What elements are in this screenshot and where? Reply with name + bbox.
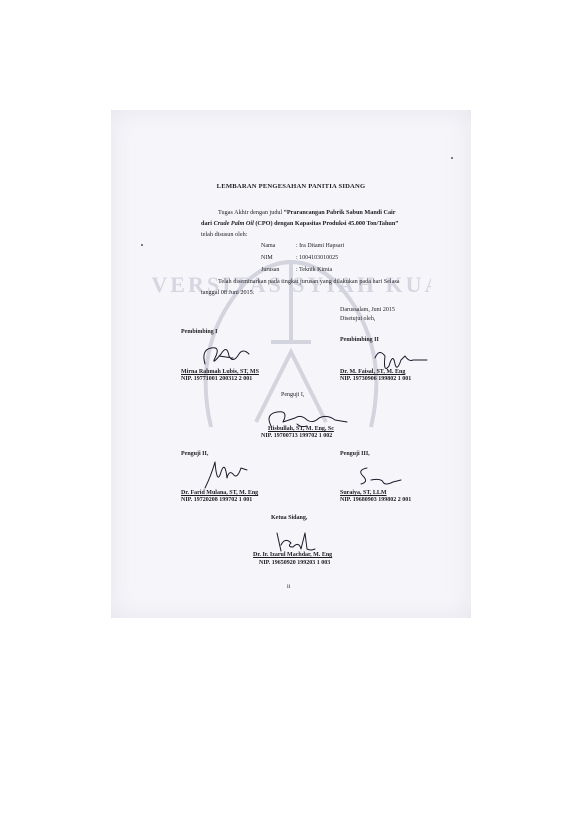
penguji1-nip: NIP. 19700713 199702 1 002 xyxy=(261,433,333,439)
intro-suffix: telah disusun oleh: xyxy=(201,231,248,238)
intro-line-1: Tugas Akhir dengan judul “Prarancangan P… xyxy=(218,207,396,218)
page-title: LEMBARAN PENGESAHAN PANITIA SIDANG xyxy=(216,183,366,190)
intro-title-part1: “Prarancangan Pabrik Sabun Mandi Cair xyxy=(283,209,396,216)
page-number: ii xyxy=(287,584,291,590)
seminar-line-1: Telah diseminarkan pada tingkat jurusan … xyxy=(218,278,400,285)
intro-line-2: dari Crude Palm Oil (CPO) dengan Kapasit… xyxy=(201,218,398,229)
intro-prefix: Tugas Akhir dengan judul xyxy=(218,209,283,216)
place-date: Darussalam, Juni 2015 xyxy=(340,307,395,313)
pembimbing1-signature xyxy=(203,347,250,365)
penguji1-signature xyxy=(268,411,348,428)
pembimbing2-label: Pembimbing II xyxy=(340,337,379,343)
ketua-label: Ketua Sidang, xyxy=(271,515,308,521)
scan-speck xyxy=(451,157,453,159)
field-value-nim: : 1004103010025 xyxy=(296,255,339,261)
pembimbing1-label: Pembimbing I xyxy=(181,329,218,335)
scan-speck xyxy=(141,244,143,246)
pembimbing2-nip: NIP. 19730906 199802 1 001 xyxy=(340,376,412,382)
pembimbing2-name: Dr. M. Faisal, ST, M. Eng xyxy=(340,369,406,375)
intro-dari: dari xyxy=(201,220,213,227)
seminar-line-2: tanggal 08 Juni 2015. xyxy=(201,289,255,296)
penguji3-label: Penguji III, xyxy=(340,451,370,457)
penguji1-name: Hisbullah, ST, M. Eng, Sc xyxy=(268,426,334,432)
ketua-nip: NIP. 19650920 199203 1 003 xyxy=(259,560,331,566)
penguji2-nip: NIP. 19720208 199702 1 001 xyxy=(181,497,253,503)
field-value-jurusan: : Teknik Kimia xyxy=(296,267,333,273)
intro-cpo: Crude Palm Oil xyxy=(213,220,254,227)
field-label-jurusan: Jurusan xyxy=(261,267,280,273)
pembimbing1-name: Mirna Rahmah Lubis, ST, MS xyxy=(181,369,259,375)
penguji3-name: Suraiya, ST, LLM xyxy=(340,490,387,496)
field-label-nim: NIM xyxy=(261,255,273,261)
watermark-text: UNIVERSITAS SYIAH KUALA xyxy=(151,272,431,297)
scanned-page: UNIVERSITAS SYIAH KUALA LEMBARAN PENGESA… xyxy=(111,110,471,618)
penguji1-label: Penguji I, xyxy=(281,392,305,398)
penguji3-nip: NIP. 19680903 199802 2 001 xyxy=(340,497,412,503)
penguji2-label: Penguji II, xyxy=(181,451,209,457)
field-label-nama: Nama xyxy=(261,243,276,249)
pembimbing2-signature xyxy=(374,352,428,369)
ketua-signature xyxy=(276,532,316,552)
approved-by: Disetujui oleh, xyxy=(340,316,376,322)
penguji2-signature xyxy=(204,461,248,489)
ketua-name: Dr. Ir. Izarul Machdar, M. Eng xyxy=(253,552,333,558)
penguji3-signature xyxy=(360,467,402,485)
penguji2-name: Dr. Farid Mulana, ST, M. Eng xyxy=(181,490,259,496)
pembimbing1-nip: NIP. 19771001 200312 2 001 xyxy=(181,376,253,382)
intro-title-part2: (CPO) dengan Kapasitas Produksi 45.000 T… xyxy=(255,220,399,227)
field-value-nama: : Ira Ditami Hapsari xyxy=(296,243,345,249)
university-seal-watermark: UNIVERSITAS SYIAH KUALA xyxy=(151,260,431,428)
